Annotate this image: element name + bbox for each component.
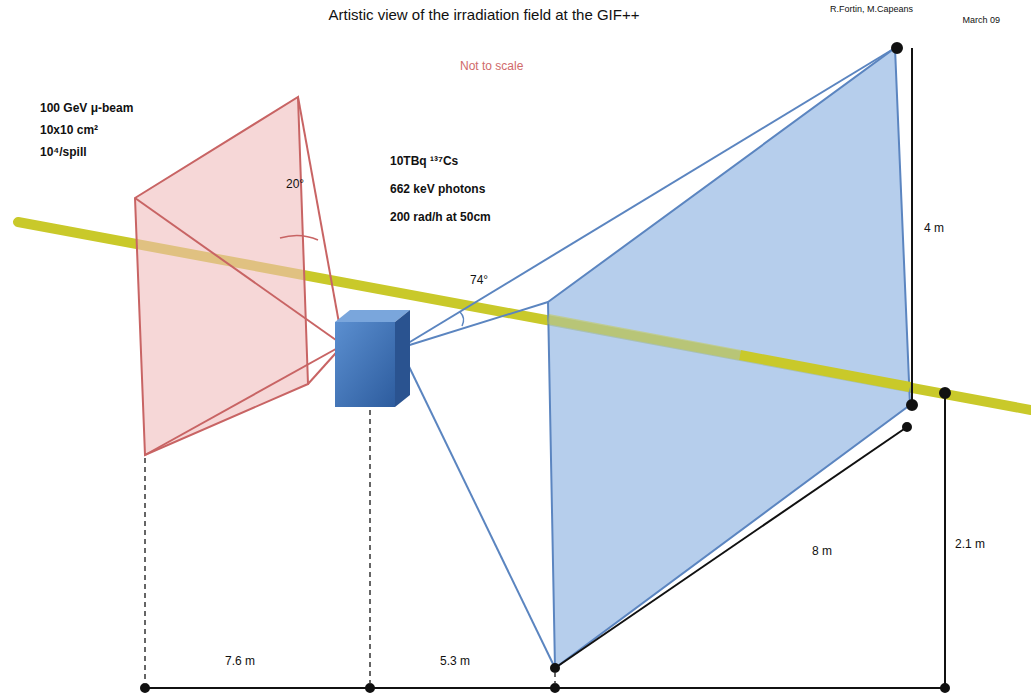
dimension-label: 7.6 m <box>225 655 255 669</box>
dimension-label: 4 m <box>924 222 944 236</box>
angle-label: 74° <box>470 274 488 288</box>
dimension-label: 8 m <box>812 545 832 559</box>
author-note: R.Fortin, M.Capeans <box>830 4 913 14</box>
dimension-label: 2.1 m <box>955 538 985 552</box>
downstream-field <box>400 48 910 668</box>
cs137-source <box>335 310 410 407</box>
dimension-lines <box>141 43 950 692</box>
source-activity: 10TBq ¹³⁷Cs <box>390 155 458 169</box>
scale-note: Not to scale <box>460 60 523 74</box>
diagram-title: Artistic view of the irradiation field a… <box>329 6 640 23</box>
beam-rate: 10⁴/spill <box>40 146 87 160</box>
beam-energy: 100 GeV μ-beam <box>40 102 133 116</box>
projection-lines <box>145 410 555 684</box>
angle-label: 20° <box>286 178 304 192</box>
date-note: March 09 <box>962 15 1000 25</box>
beam-size: 10x10 cm² <box>40 124 98 138</box>
dimension-label: 5.3 m <box>440 655 470 669</box>
upstream-field <box>135 97 343 455</box>
photon-energy: 662 keV photons <box>390 183 485 197</box>
dose-rate: 200 rad/h at 50cm <box>390 211 491 225</box>
